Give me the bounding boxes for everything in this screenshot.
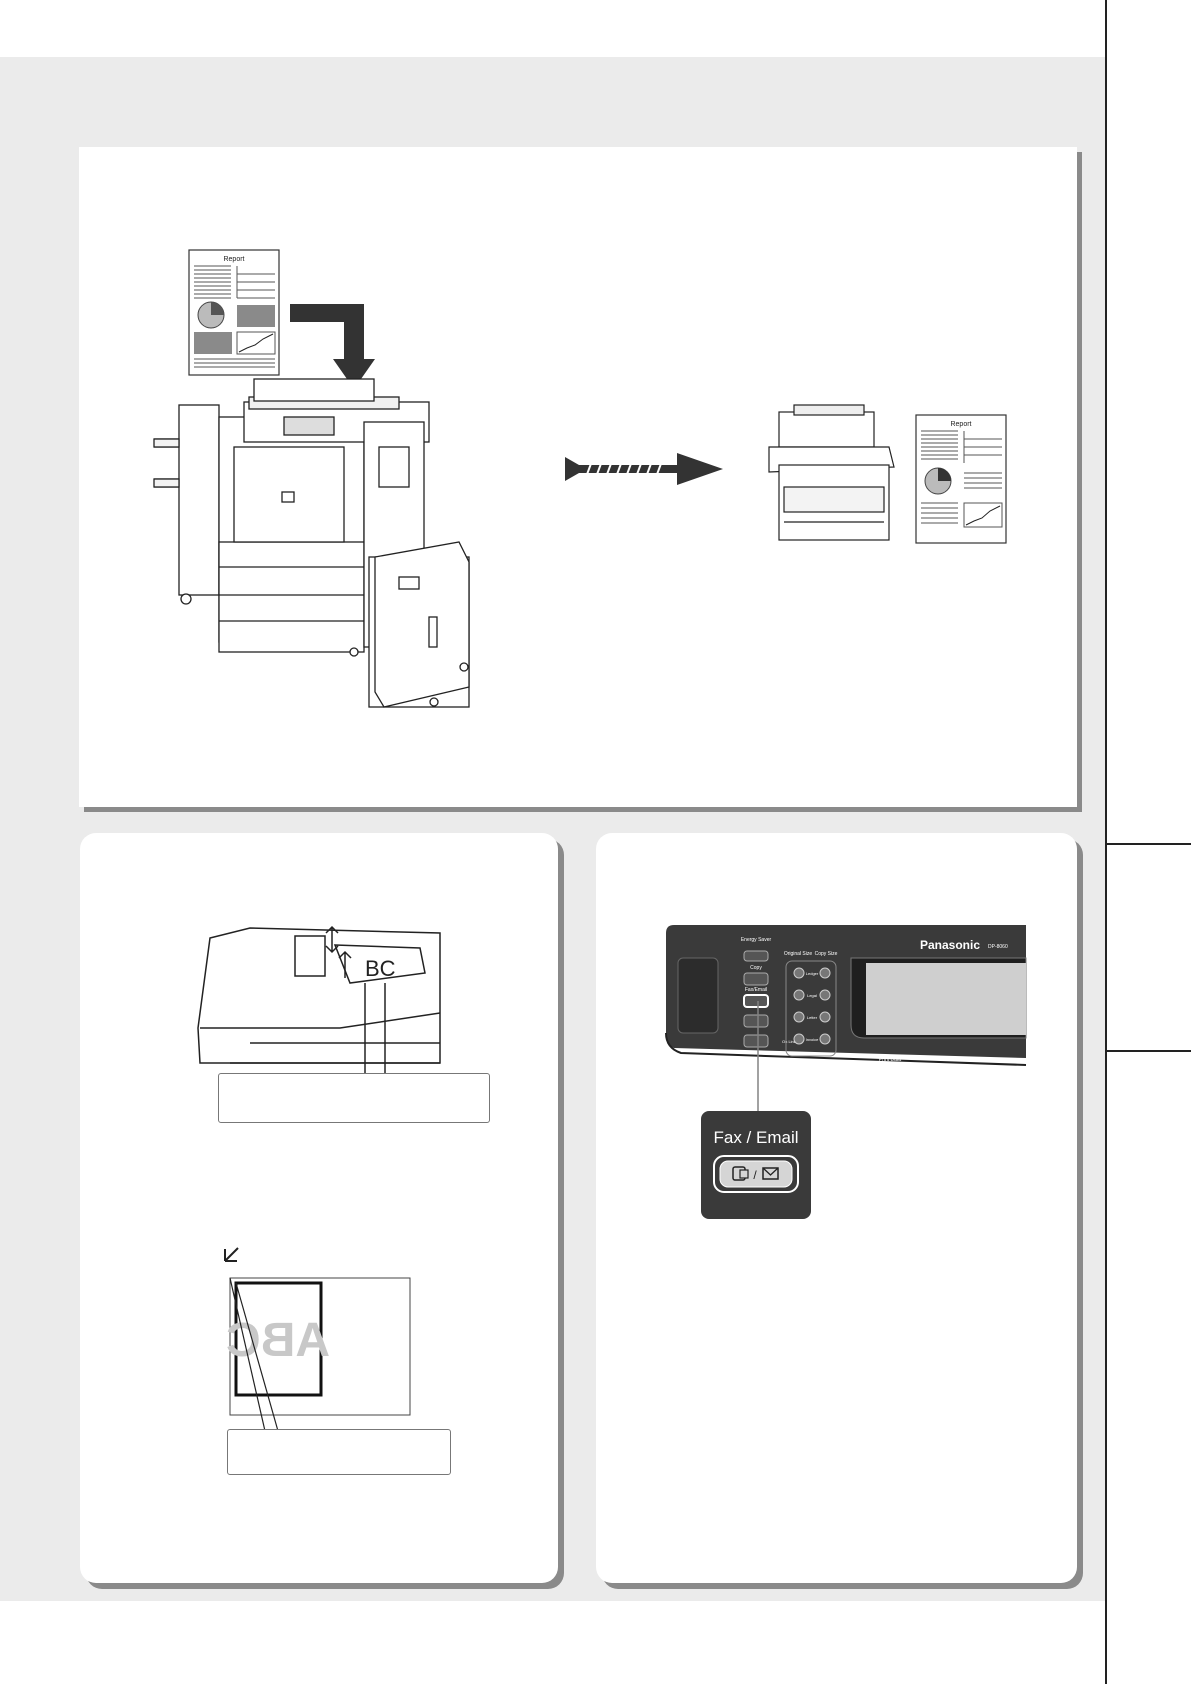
placement-illustrations: BC ABC [197,925,490,1475]
lcd-screen [866,963,1026,1035]
source-report-page: Report [188,249,280,376]
fax-email-button-zoom: Fax / Email / [701,1111,811,1219]
adf-callout-box [218,1073,490,1123]
svg-text:Invoice: Invoice [806,1037,819,1042]
svg-text:Status: Status [951,1057,966,1063]
svg-text:BC: BC [365,956,396,981]
svg-text:Legal: Legal [807,993,817,998]
svg-text:Fax / Email: Fax / Email [713,1128,798,1147]
overview-panel: Report [79,147,1077,807]
transmit-arrow-icon [565,452,723,486]
svg-text:Original Size: Original Size [784,951,813,957]
svg-text:Copy: Copy [750,965,762,971]
svg-text:On Line: On Line [782,1039,797,1044]
control-panel-section: Energy Saver Copy Fax/Email On Line Orig… [596,833,1077,1583]
platen-callout-box [227,1429,451,1475]
svg-text:ABC: ABC [226,1314,330,1367]
envelope-icon [762,1167,779,1180]
svg-text:DP-8060: DP-8060 [988,944,1008,950]
svg-text:Report: Report [950,421,971,428]
fax-icon [732,1166,749,1181]
svg-text:Print Data: Print Data [879,1057,901,1063]
adf-illustration: BC [197,925,441,1073]
placement-panel: BC ABC [80,833,558,1583]
control-panel-illustration: Energy Saver Copy Fax/Email On Line Orig… [665,925,1027,1219]
svg-text:Letter: Letter [807,1015,818,1020]
overview-illustration: Report [153,249,1007,708]
platen-illustration: ABC [224,1247,411,1432]
side-rule [1105,0,1107,1684]
down-arrow-icon [290,304,375,389]
svg-text:Ledger: Ledger [806,971,819,976]
svg-text:Copy Size: Copy Size [815,951,838,957]
svg-text:Panasonic: Panasonic [920,938,980,952]
side-tab-top-rule [1106,843,1191,845]
side-tab-bottom-rule [1106,1050,1191,1052]
svg-text:/: / [753,1168,757,1182]
destination-report-page: Report [915,414,1007,544]
corner-arrow-icon [224,1247,239,1262]
svg-text:Energy Saver: Energy Saver [741,937,772,943]
small-mfp-illustration [768,404,895,541]
svg-text:Fax/Email: Fax/Email [745,987,767,993]
svg-text:Report: Report [223,256,244,263]
large-mfp-illustration [153,378,470,708]
